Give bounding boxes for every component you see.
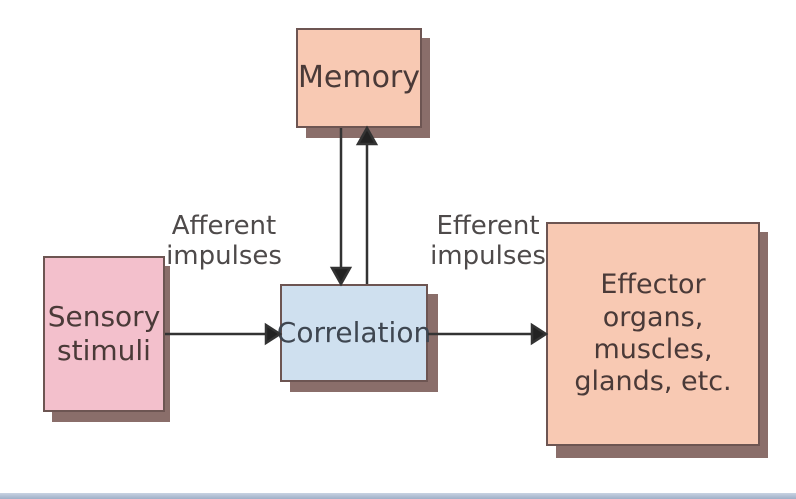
- sensory-label-line2: stimuli: [57, 334, 151, 367]
- arrow-correlation-to-memory-head: [355, 125, 379, 146]
- arrow-efferent-head: [530, 322, 549, 346]
- effector-label-line3: glands, etc.: [574, 366, 732, 398]
- correlation-label: Correlation: [276, 316, 432, 350]
- arrow-memory-to-correlation-head: [329, 266, 353, 287]
- memory-node: Memory: [296, 28, 422, 128]
- effector-label-line2: organs, muscles,: [593, 301, 713, 365]
- efferent-line1: Efferent: [436, 211, 540, 241]
- efferent-line2: impulses: [430, 240, 546, 271]
- afferent-line2: impulses: [166, 240, 282, 271]
- effector-label-line1: Effector: [600, 269, 706, 301]
- afferent-impulses-label: Afferent impulses: [166, 211, 282, 272]
- sensory-label-line1: Sensory: [47, 300, 161, 334]
- sensory-stimuli-node: Sensory stimuli: [43, 256, 165, 412]
- effector-node: Effector organs, muscles, glands, etc.: [546, 222, 760, 446]
- efferent-impulses-label: Efferent impulses: [430, 211, 546, 272]
- afferent-line1: Afferent: [171, 211, 277, 241]
- memory-label: Memory: [298, 60, 421, 95]
- arrow-afferent-head: [264, 322, 283, 346]
- bottom-border: [0, 493, 796, 499]
- correlation-node: Correlation: [276, 284, 432, 382]
